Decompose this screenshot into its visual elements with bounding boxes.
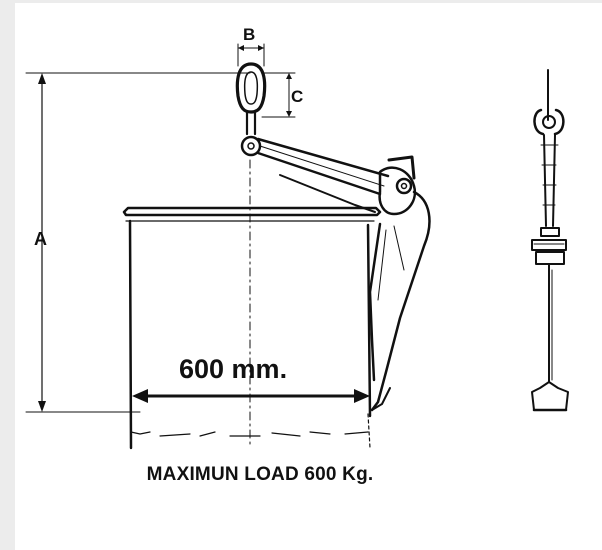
clamp-arm	[256, 137, 390, 213]
clamp-head	[368, 155, 431, 412]
dimension-width	[132, 389, 370, 403]
label-b: B	[243, 25, 255, 44]
dimension-c	[261, 72, 296, 118]
drum	[122, 206, 382, 450]
width-label: 600 mm.	[179, 354, 287, 384]
dimension-b	[237, 43, 265, 67]
side-view	[531, 69, 569, 412]
lifting-shackle	[235, 62, 267, 157]
drawing-panel	[15, 3, 602, 550]
max-load-caption: MAXIMUN LOAD 600 Kg.	[146, 464, 374, 485]
label-a: A	[34, 229, 47, 249]
label-c: C	[291, 87, 303, 106]
dimension-a	[25, 72, 251, 413]
